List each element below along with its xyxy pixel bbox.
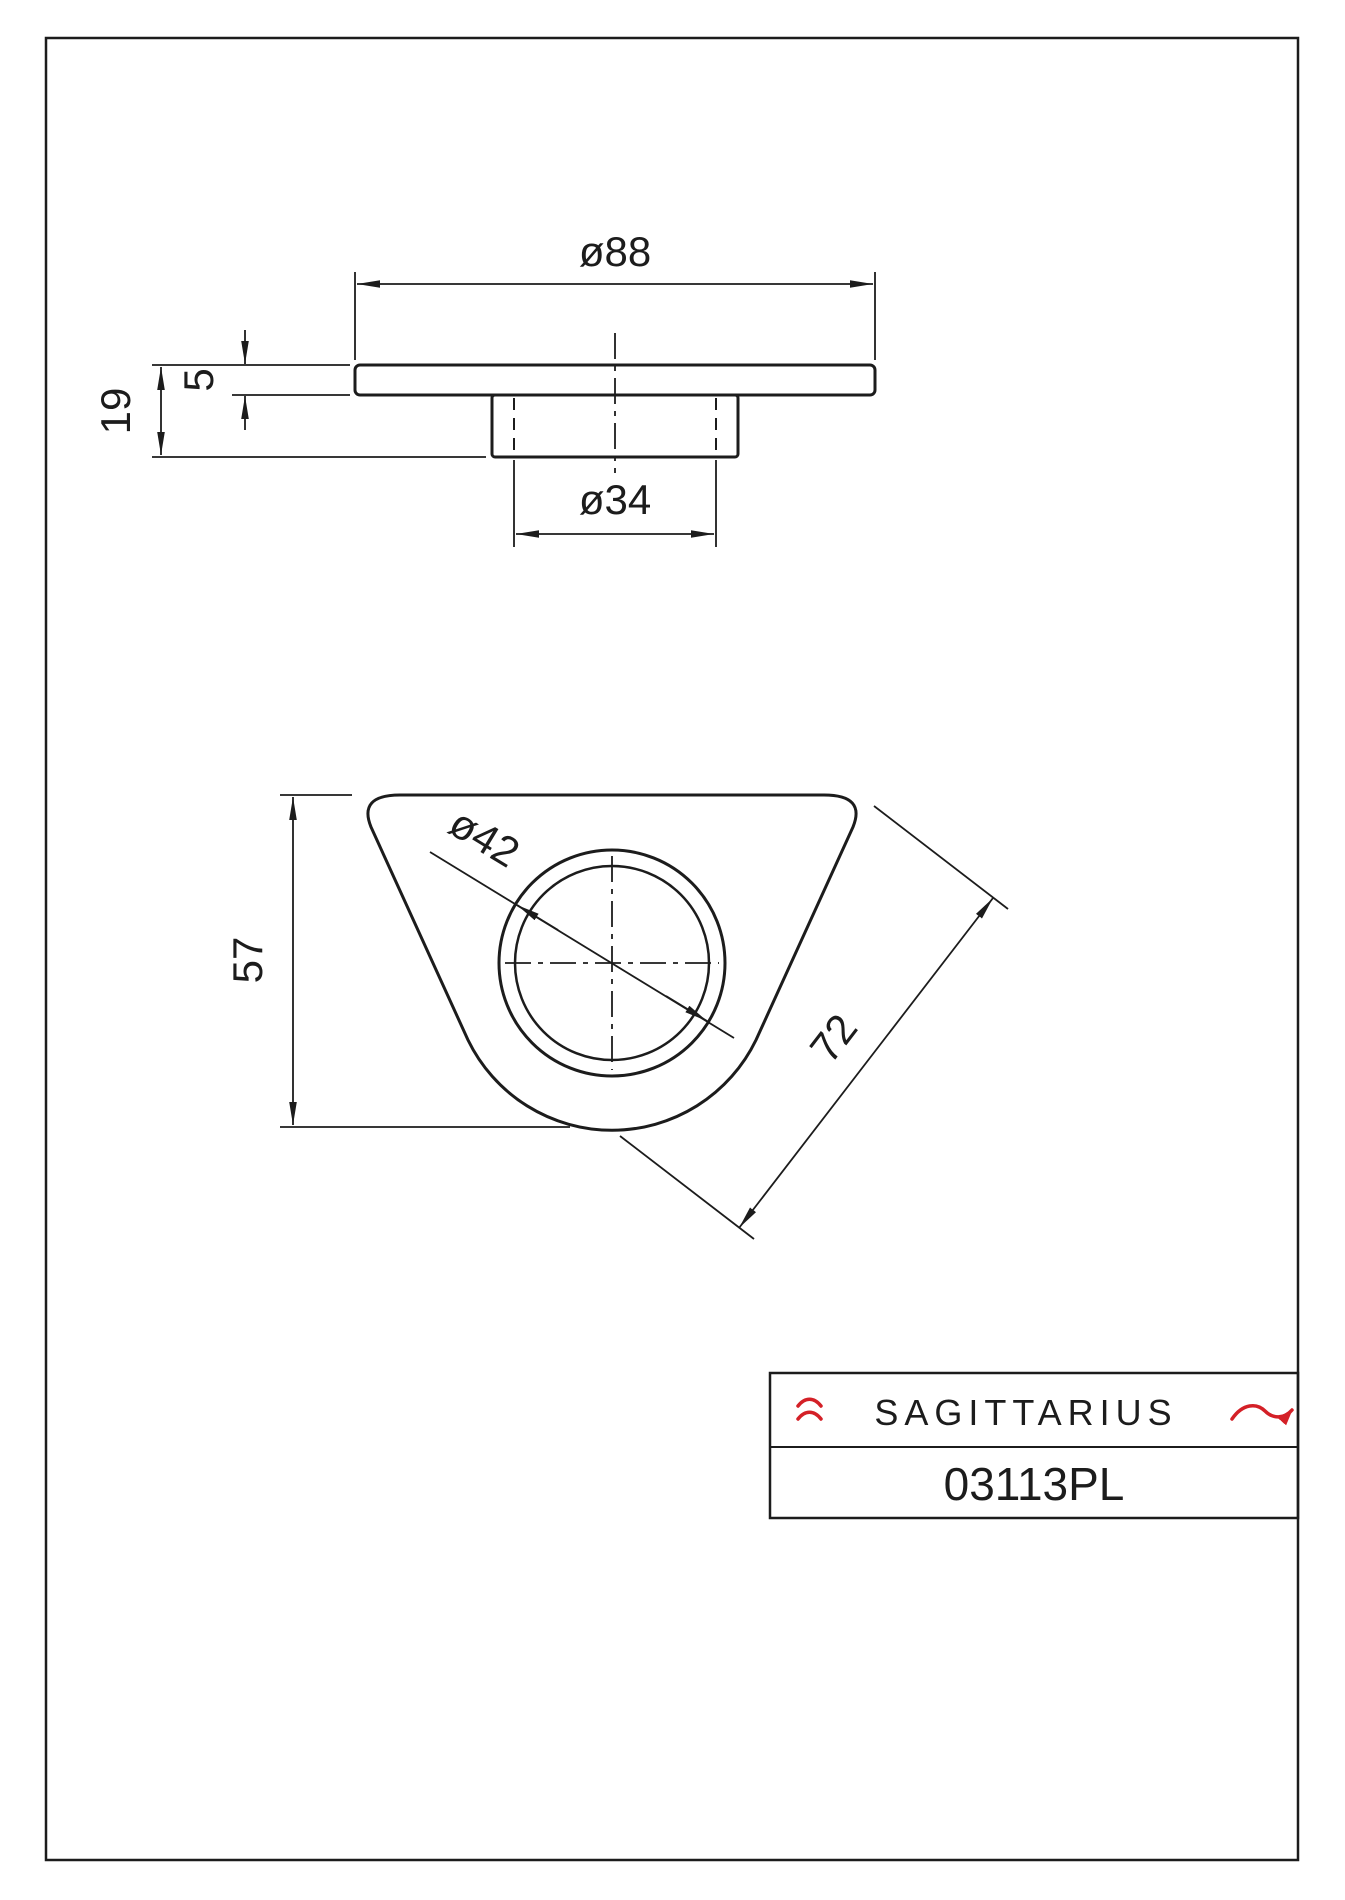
drawing-border-frame xyxy=(44,36,1300,1862)
part-number: 03113PL xyxy=(944,1458,1125,1510)
extension-line xyxy=(873,805,1009,910)
plan-view: ø42 57 72 xyxy=(224,793,1009,1240)
logo-arrow-icon xyxy=(1230,1404,1294,1426)
dim-label-edge-length: 72 xyxy=(801,1005,867,1071)
dimension-line xyxy=(738,897,994,1229)
dim-label-plate-thickness: 5 xyxy=(175,368,222,391)
side-view: ø88 5 19 ø34 xyxy=(92,228,877,547)
logo-left-waves-icon xyxy=(796,1397,823,1421)
dim-label-bore-diameter: ø34 xyxy=(579,476,651,523)
dim-bore-diameter: ø34 xyxy=(513,460,717,547)
brand-logo: SAGITTARIUS xyxy=(796,1392,1294,1433)
dimension-arrow xyxy=(516,904,559,931)
title-block: SAGITTARIUS 03113PL xyxy=(768,1371,1300,1520)
dim-label-plan-height: 57 xyxy=(224,937,271,984)
dim-outer-diameter: ø88 xyxy=(354,228,876,360)
dim-overall-height-plan: 57 xyxy=(224,794,570,1128)
title-block-frame xyxy=(768,1371,1300,1520)
dimension-arrow xyxy=(665,995,708,1022)
dim-label-outer-diameter: ø88 xyxy=(579,228,651,275)
extension-line xyxy=(619,1135,755,1240)
brand-name: SAGITTARIUS xyxy=(874,1392,1177,1433)
dim-plate-thickness: 5 xyxy=(152,330,350,430)
dim-overall-height-side: 19 xyxy=(92,367,486,458)
dim-label-overall-height: 19 xyxy=(92,388,139,435)
